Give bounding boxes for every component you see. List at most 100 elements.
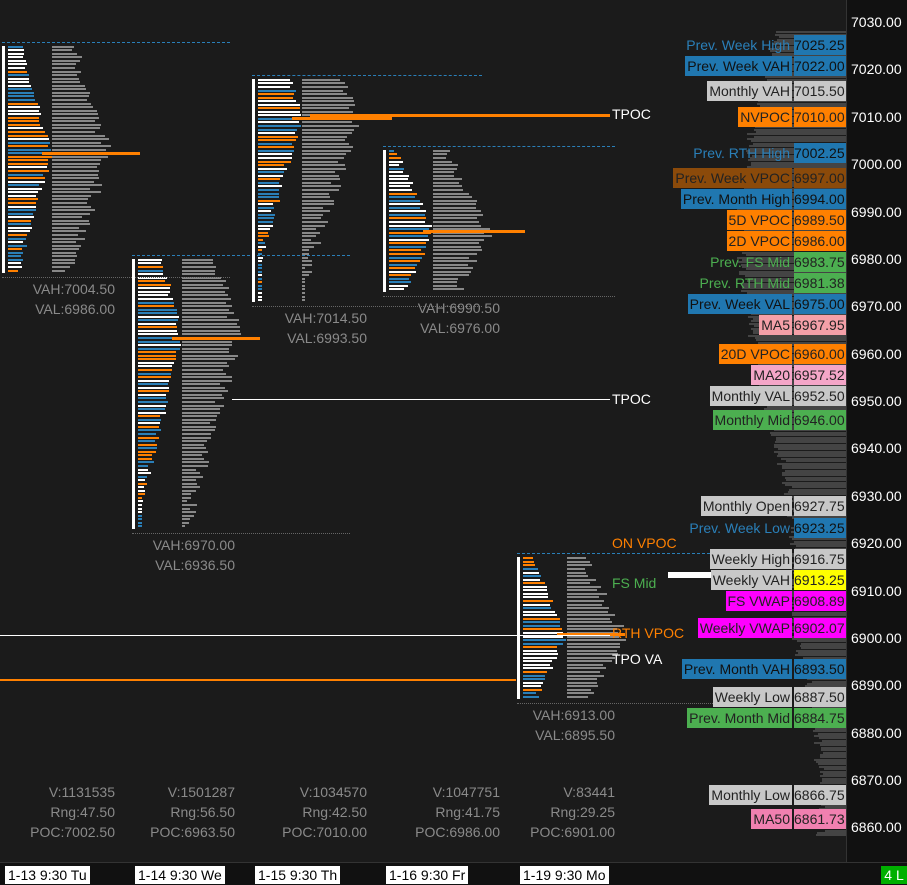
tpo-row [138, 493, 145, 496]
volume-row [433, 288, 465, 291]
volume-row [182, 464, 209, 467]
tpo-row [8, 258, 23, 261]
volume-row [182, 507, 191, 510]
volume-row [567, 564, 592, 567]
volume-row [182, 475, 203, 478]
volume-profile-bar [781, 464, 846, 467]
volume-row [302, 249, 309, 252]
volume-row [302, 292, 305, 295]
tpo-row [258, 160, 291, 163]
volume-row [567, 688, 591, 691]
volume-row [52, 130, 96, 133]
session-low-dot [132, 532, 350, 534]
volume-profile-bar [805, 685, 846, 688]
volume-profile-bar [753, 135, 846, 138]
volume-row [302, 277, 305, 280]
volume-row [182, 312, 234, 315]
volume-profile-bar [738, 206, 846, 209]
volume-profile-bar [819, 775, 846, 778]
session-date-label[interactable]: 1-13 9:30 Tu [5, 866, 90, 884]
volume-row [302, 96, 354, 99]
level-marker-price: 6997.00 [794, 168, 846, 189]
volume-row [182, 322, 238, 325]
session-date-label[interactable]: 1-14 9:30 We [135, 866, 225, 884]
volume-row [567, 603, 602, 606]
tpo-row [523, 695, 539, 698]
tpo-row [258, 149, 294, 152]
volume-row [182, 287, 230, 290]
volume-profile-bar [750, 164, 846, 167]
tpo-row [138, 507, 142, 510]
volume-row [433, 196, 472, 199]
tpo-row [8, 177, 46, 180]
volume-row [302, 171, 335, 174]
volume-row [52, 258, 76, 261]
volume-row [52, 84, 85, 87]
session-range-bar [2, 45, 5, 274]
tpo-row [389, 181, 413, 184]
poc-line [557, 633, 625, 637]
volume-profile-bar [746, 166, 846, 169]
session-date-label[interactable]: 1-19 9:30 Mo [520, 866, 609, 884]
volume-row [52, 241, 77, 244]
session-date-label[interactable]: 1-15 9:30 Th [255, 866, 341, 884]
tpo-row [8, 202, 36, 205]
tpo-row [138, 408, 165, 411]
tpo-row [138, 283, 172, 286]
tpo-row [8, 45, 24, 48]
volume-row [567, 614, 615, 617]
volume-row [182, 297, 231, 300]
session-val: VAL:6976.00 [420, 320, 500, 337]
volume-row [567, 596, 600, 599]
volume-row [433, 171, 454, 174]
tpo-row [389, 284, 409, 287]
level-marker-price: 6981.38 [794, 273, 846, 294]
session-volume: V:1034570 [299, 784, 367, 800]
tpo-row [389, 228, 430, 231]
volume-row [302, 220, 328, 223]
level-marker-label: 2D VPOC [726, 231, 792, 252]
tpo-row [389, 231, 432, 234]
tpo-row [523, 656, 558, 659]
tpo-row [258, 242, 266, 245]
tpo-row [258, 82, 294, 85]
volume-row [433, 220, 479, 223]
volume-row [52, 67, 75, 69]
volume-row [52, 177, 99, 180]
level-marker-price: 6986.00 [794, 231, 846, 252]
tpo-row [258, 217, 275, 220]
volume-row [52, 269, 66, 272]
tpo-row [523, 596, 548, 599]
session-date-label[interactable]: 1-16 9:30 Fr [386, 866, 469, 884]
tpo-row [8, 102, 38, 105]
tpo-row [523, 674, 546, 677]
volume-row [182, 305, 233, 308]
volume-row [433, 260, 477, 263]
volume-row [52, 120, 95, 123]
tpo-row [258, 238, 264, 241]
tpo-row [138, 440, 155, 443]
volume-profile-bar [739, 218, 846, 221]
tpo-row [523, 571, 540, 574]
session-poc: POC:6986.00 [415, 824, 500, 840]
volume-profile-bar [769, 431, 846, 434]
session-range: Rng:47.50 [50, 804, 115, 820]
volume-row [433, 153, 447, 156]
tpo-row [523, 560, 535, 563]
tpo-row [389, 281, 411, 284]
volume-row [567, 560, 590, 563]
volume-profile-bar [774, 443, 846, 446]
tpo-row [138, 518, 142, 521]
tpo-row [258, 288, 262, 291]
level-marker-label: Weekly Low [712, 687, 792, 708]
volume-row [433, 217, 478, 220]
tpo-row [258, 142, 293, 145]
tpo-row [138, 329, 177, 332]
level-marker-label: Prev. Week VPOC [673, 168, 792, 189]
volume-profile-bar [764, 408, 846, 411]
tpo-row [523, 667, 553, 670]
axis-tick-label: 7020.00 [851, 61, 902, 78]
volume-profile-bar [818, 737, 846, 740]
